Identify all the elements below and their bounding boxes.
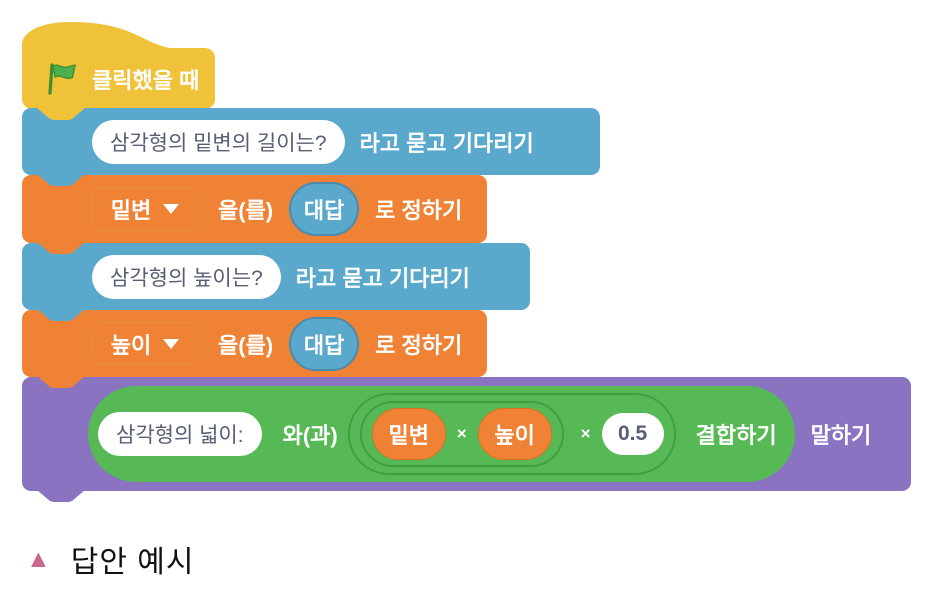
block-ask-height-and-wait[interactable]: 삼각형의 높이는? 라고 묻고 기다리기	[22, 243, 530, 321]
hat-label: 클릭했을 때	[92, 67, 200, 93]
set-label-before: 을(를)	[218, 198, 274, 223]
ask-label: 라고 묻고 기다리기	[359, 130, 534, 156]
hat-dome	[22, 22, 172, 49]
say-label: 말하기	[810, 423, 872, 448]
answer-reporter[interactable]: 대답	[289, 182, 360, 236]
block-say[interactable]: 삼각형의 넓이: 와(과) 밑변 × 높이 × 0.5 결합하기 말하기	[22, 377, 911, 502]
variable-reporter-height[interactable]: 높이	[477, 408, 552, 460]
figure-caption: ▲ 답안 예시	[26, 537, 195, 581]
multiply-symbol: ×	[456, 424, 467, 443]
block-set-base-variable[interactable]: 밑변 을(를) 대답 로 정하기	[22, 175, 487, 254]
join-operator-block[interactable]: 삼각형의 넓이: 와(과) 밑변 × 높이 × 0.5 결합하기	[88, 386, 795, 482]
dropdown-arrow-icon	[163, 338, 180, 349]
block-connector-tab	[37, 309, 85, 321]
multiply-operator-inner[interactable]: 밑변 × 높이	[359, 401, 564, 467]
caption-text: 답안 예시	[70, 546, 195, 579]
join-text-input[interactable]: 삼각형의 넓이:	[98, 412, 262, 456]
variable-dropdown[interactable]: 높이	[92, 322, 198, 365]
block-when-flag-clicked[interactable]: 클릭했을 때	[22, 22, 216, 120]
join-label: 결합하기	[695, 423, 777, 448]
dropdown-selected-value: 밑변	[110, 198, 152, 223]
number-input[interactable]: 0.5	[601, 413, 664, 455]
question-text-input[interactable]: 삼각형의 높이는?	[92, 254, 281, 299]
dropdown-arrow-icon	[163, 204, 180, 214]
answer-reporter[interactable]: 대답	[289, 316, 360, 371]
multiply-symbol: ×	[580, 424, 591, 443]
caption-triangle-marker: ▲	[26, 544, 51, 573]
variable-dropdown[interactable]: 밑변	[92, 187, 198, 231]
question-text-input[interactable]: 삼각형의 밑변의 길이는?	[92, 119, 345, 164]
block-set-height-variable[interactable]: 높이 을(를) 대답 로 정하기	[22, 310, 487, 388]
block-connector-tab	[37, 174, 85, 186]
set-label-after: 로 정하기	[375, 198, 463, 223]
ask-label: 라고 묻고 기다리기	[295, 265, 470, 291]
multiply-operator-outer[interactable]: 밑변 × 높이 × 0.5	[347, 393, 676, 475]
block-connector-tab	[37, 108, 85, 120]
block-connector-tab	[37, 242, 85, 254]
variable-reporter-base[interactable]: 밑변	[371, 408, 446, 460]
join-label-between: 와(과)	[282, 423, 338, 448]
block-connector-tab	[37, 376, 85, 388]
set-label-before: 을(를)	[218, 332, 274, 358]
dropdown-selected-value: 높이	[110, 332, 152, 358]
set-label-after: 로 정하기	[375, 332, 463, 358]
block-connector-tab	[37, 490, 85, 502]
block-ask-base-and-wait[interactable]: 삼각형의 밑변의 길이는? 라고 묻고 기다리기	[22, 108, 600, 186]
green-flag-icon	[44, 62, 80, 96]
